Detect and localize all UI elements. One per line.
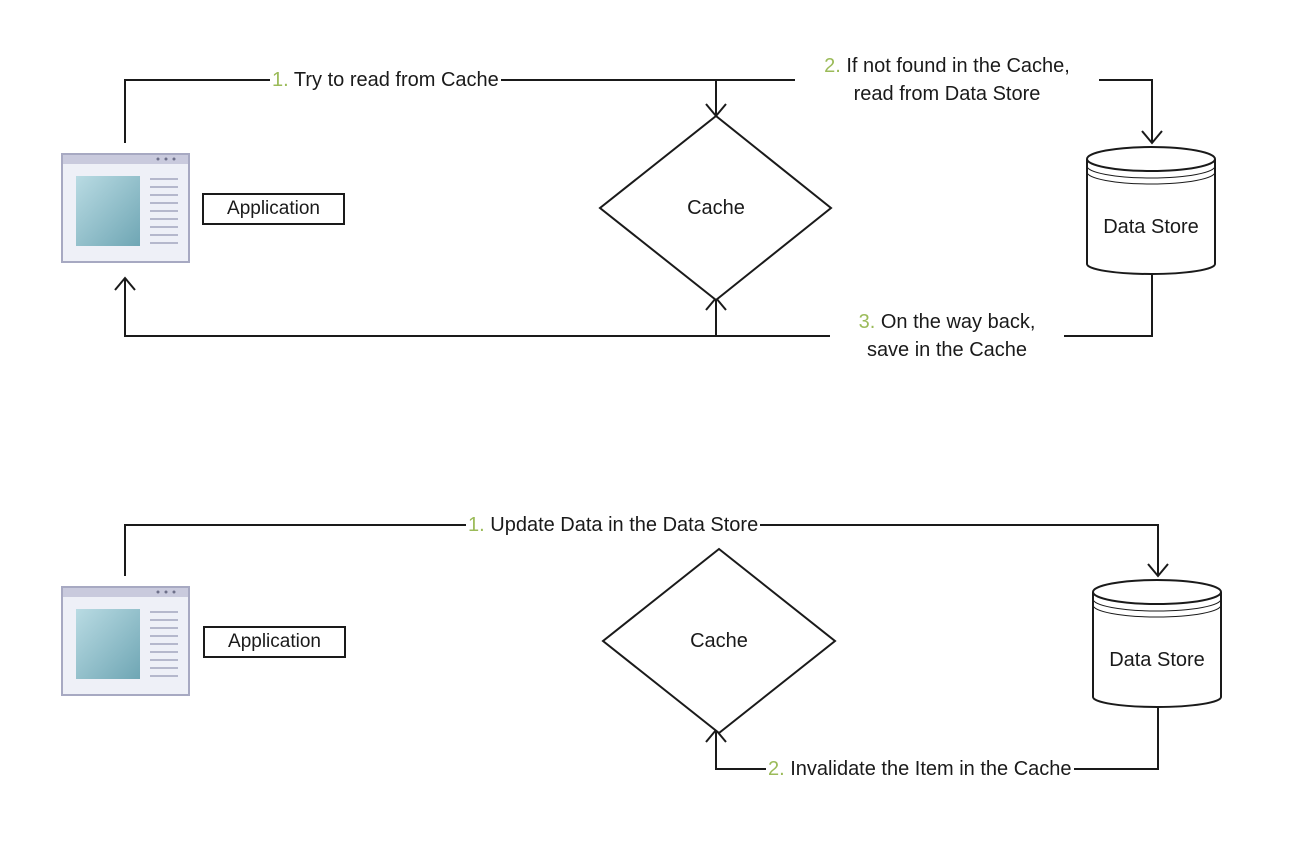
bottom-application-window-icon — [61, 586, 190, 696]
bottom-application-label-text: Application — [228, 631, 321, 652]
bottom-data-store-label: Data Store — [1109, 649, 1205, 671]
top-step3-line — [124, 272, 1153, 337]
bottom-step2-text: Invalidate the Item in the Cache — [790, 758, 1072, 780]
top-step2-line1: If not found in the Cache, — [846, 55, 1070, 77]
bottom-step1-label: 1. Update Data in the Data Store — [466, 511, 761, 539]
bottom-step2-label: 2. Invalidate the Item in the Cache — [766, 755, 1074, 783]
top-cache-diamond — [598, 114, 833, 302]
top-step3-line1: On the way back, — [880, 311, 1036, 333]
top-step1-text: Try to read from Cache — [293, 69, 499, 91]
top-step1-line — [124, 79, 1153, 143]
bottom-data-store-cylinder — [1092, 579, 1222, 708]
top-step3-number: 3. — [858, 311, 876, 333]
top-application-label: Application — [202, 193, 345, 225]
bottom-cache-label: Cache — [690, 630, 748, 652]
top-step2-label: 2. If not found in the Cache, read from … — [795, 52, 1099, 108]
top-data-store-label: Data Store — [1103, 216, 1199, 238]
top-arrow-datastore — [1141, 130, 1163, 145]
top-step1-label: 1. Try to read from Cache — [270, 66, 501, 94]
top-step3-line2: save in the Cache — [866, 339, 1028, 361]
bottom-application-label: Application — [203, 626, 346, 658]
top-step1-number: 1. — [272, 69, 289, 91]
top-step2-line2: read from Data Store — [853, 83, 1041, 105]
top-data-store-cylinder — [1086, 146, 1216, 275]
top-application-label-text: Application — [227, 198, 320, 219]
top-arrow-application — [114, 276, 136, 291]
top-step2-number: 2. — [824, 55, 841, 77]
top-flow — [114, 79, 1163, 337]
top-cache-label: Cache — [687, 197, 745, 219]
bottom-step2-number: 2. — [768, 758, 785, 780]
top-step3-label: 3. On the way back, save in the Cache — [830, 308, 1064, 364]
bottom-step1-text: Update Data in the Data Store — [490, 514, 759, 536]
bottom-step1-number: 1. — [468, 514, 485, 536]
bottom-cache-diamond — [601, 547, 837, 735]
top-application-window-icon — [61, 153, 190, 263]
bottom-arrow-datastore — [1147, 563, 1169, 578]
